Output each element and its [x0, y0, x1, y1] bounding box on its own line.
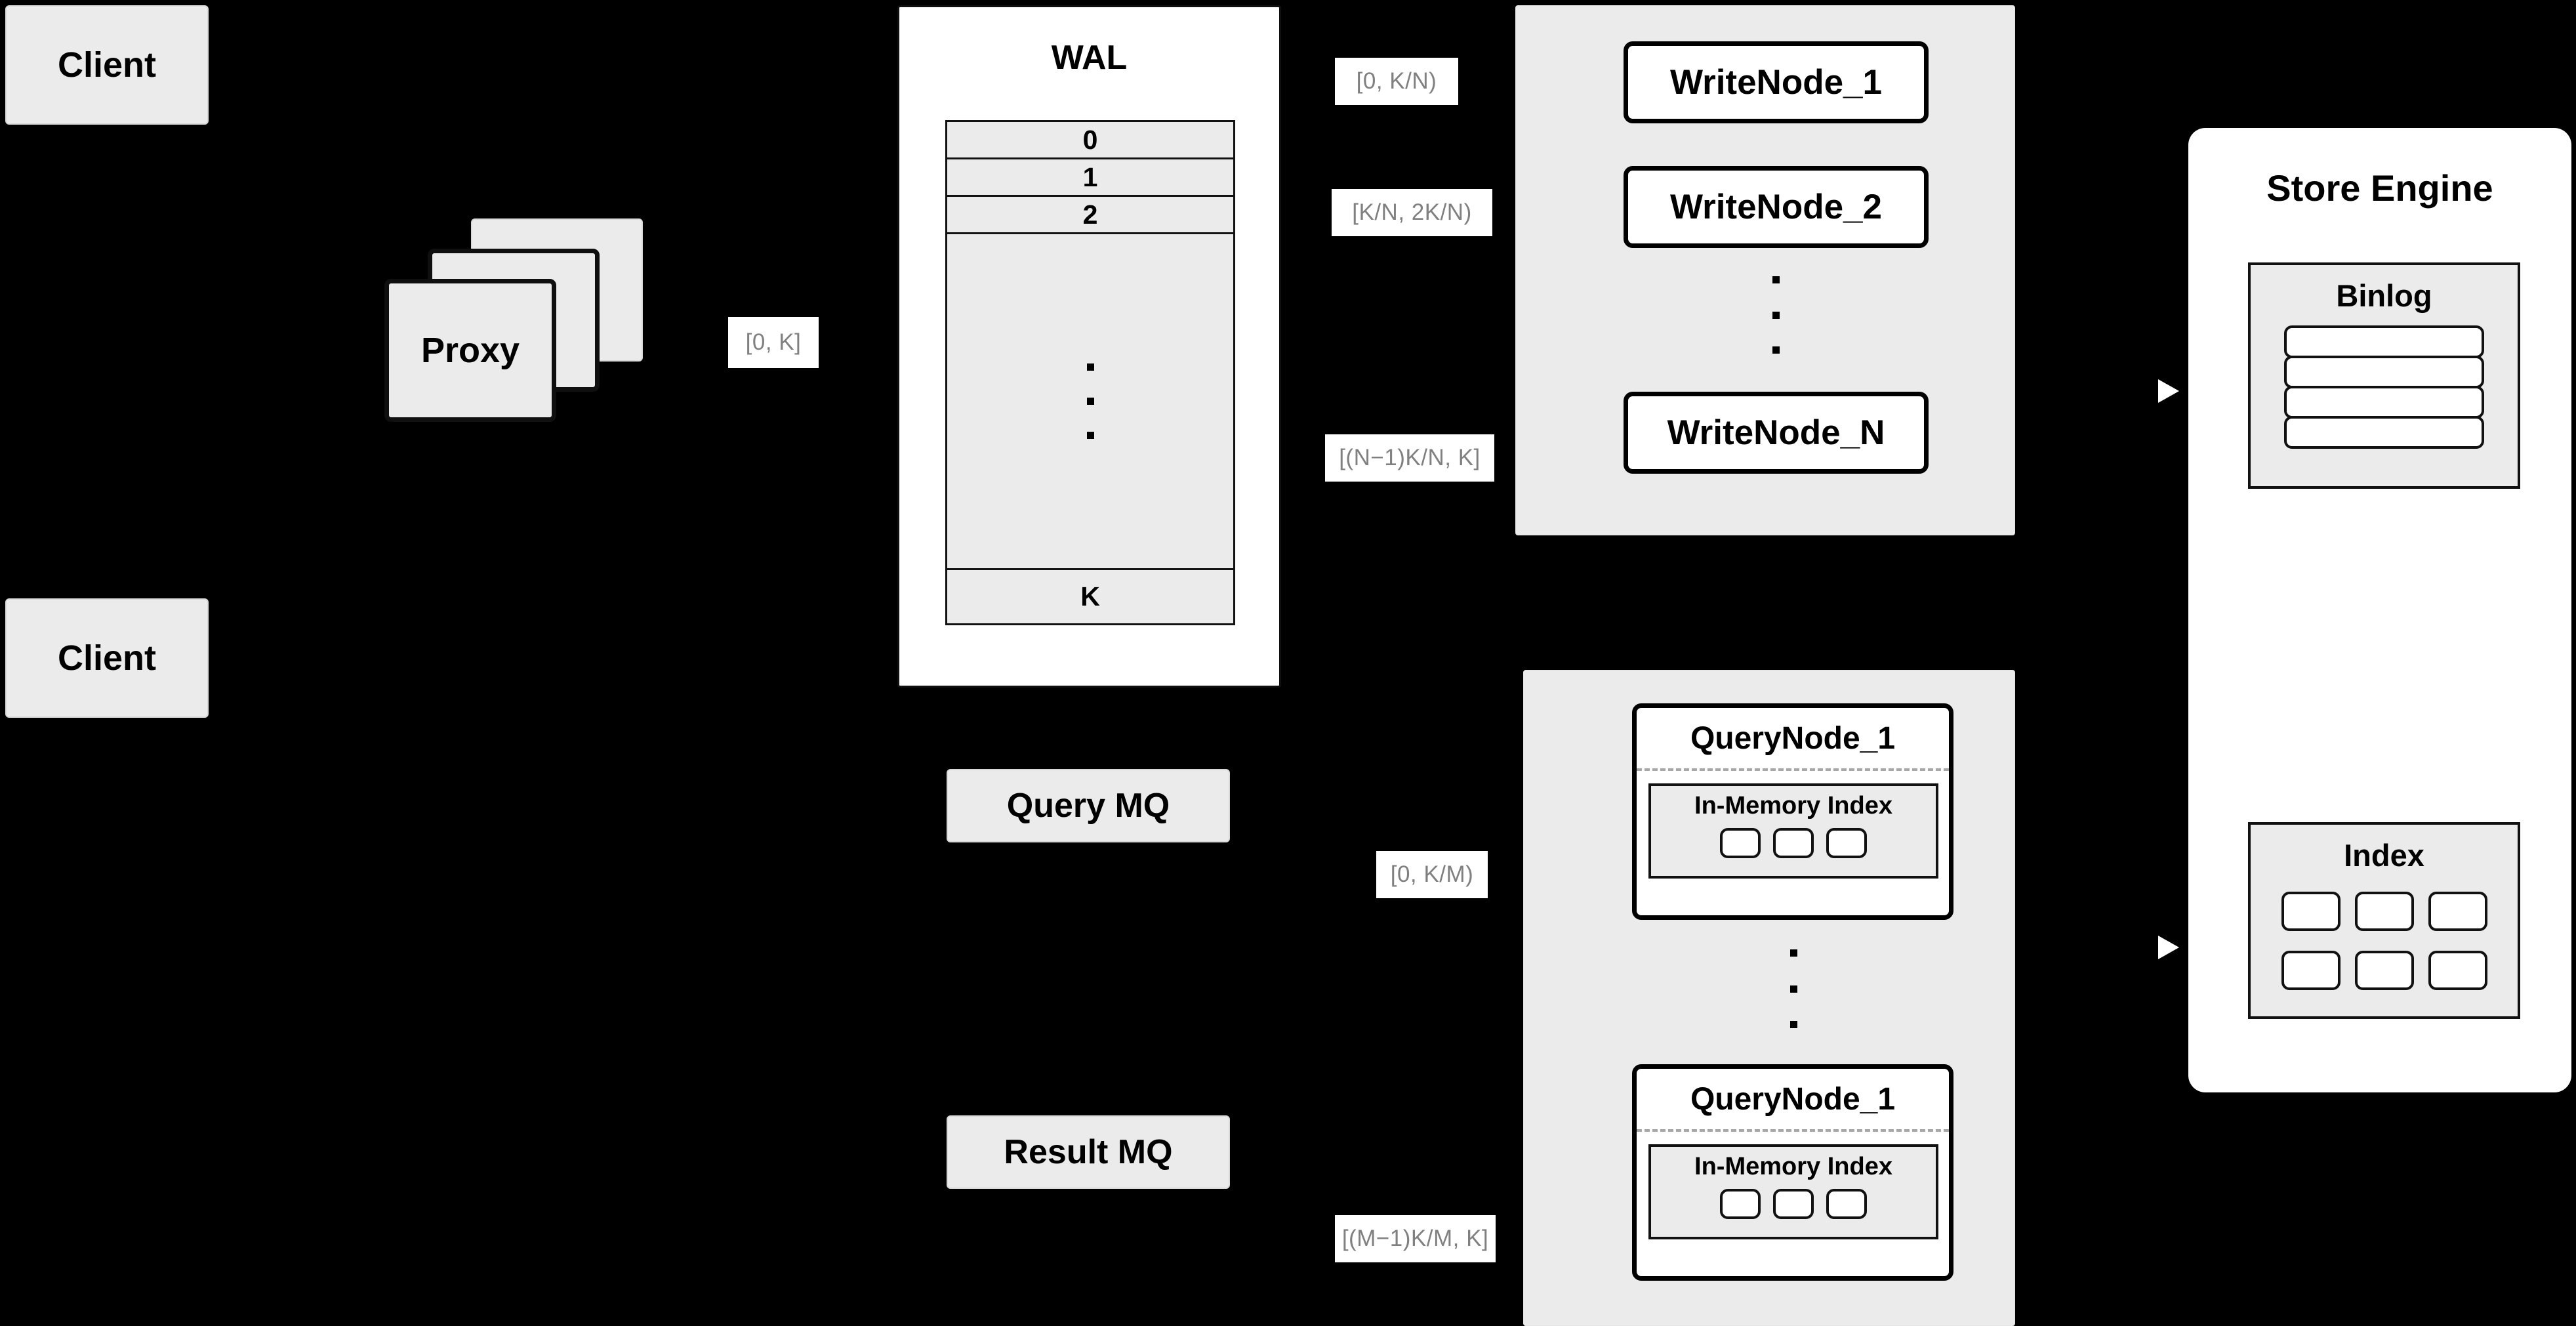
index-cell[interactable] — [2354, 892, 2414, 931]
wal-table: 0 1 2 K — [945, 120, 1235, 625]
binlog-row[interactable] — [2284, 325, 2484, 358]
proxy-node[interactable]: Proxy — [384, 279, 556, 422]
query-node-m-in-memory-index-title-text: In-Memory Index — [1694, 1152, 1892, 1180]
edge-label-proxy-to-wal: [0, K] — [728, 317, 819, 368]
edge-label-wal-to-writenode-2: [K/N, 2K/N) — [1332, 189, 1492, 236]
query-node-1-title-text: QueryNode_1 — [1690, 720, 1896, 756]
query-node-m-title: QueryNode_1 — [1637, 1069, 1949, 1129]
wal-title-text: WAL — [1051, 39, 1128, 77]
binlog-title-text: Binlog — [2336, 278, 2432, 313]
in-memory-index-cell[interactable] — [1773, 828, 1814, 858]
proxy-to-wal-connector — [646, 341, 672, 346]
edge-label-wal-to-writenode-n-text: [(N−1)K/N, K] — [1339, 445, 1481, 470]
wal-title: WAL — [899, 37, 1279, 78]
write-cluster-vertical-ellipsis-icon — [1772, 276, 1780, 354]
proxy-node-label: Proxy — [420, 331, 520, 370]
write-node-n[interactable]: WriteNode_N — [1624, 392, 1929, 474]
wal-row-label: K — [1080, 581, 1100, 611]
store-engine-title-text: Store Engine — [2266, 167, 2493, 209]
query-node-m-in-memory-index-title: In-Memory Index — [1651, 1147, 1936, 1186]
client-node-1[interactable]: Client — [5, 5, 209, 125]
write-node-2[interactable]: WriteNode_2 — [1624, 166, 1929, 248]
in-memory-index-cell[interactable] — [1826, 1189, 1867, 1219]
write-node-n-label: WriteNode_N — [1667, 413, 1885, 452]
index-cell[interactable] — [2354, 951, 2414, 990]
index-cell[interactable] — [2281, 951, 2341, 990]
edge-label-mq-to-querynode-1: [0, K/M) — [1376, 851, 1488, 898]
index-panel: Index — [2248, 822, 2520, 1019]
in-memory-index-cell[interactable] — [1720, 828, 1761, 858]
query-mq-node[interactable]: Query MQ — [947, 769, 1230, 842]
wal-row[interactable]: 0 — [947, 122, 1233, 159]
client-node-2-label: Client — [57, 638, 156, 678]
wal-panel: WAL 0 1 2 K — [897, 5, 1281, 688]
wal-row-label: 0 — [1082, 124, 1098, 155]
index-cell[interactable] — [2428, 951, 2487, 990]
write-node-2-label: WriteNode_2 — [1670, 188, 1882, 226]
binlog-row[interactable] — [2284, 386, 2484, 419]
query-node-m-separator — [1637, 1129, 1949, 1132]
index-title: Index — [2251, 825, 2518, 885]
edge-label-wal-to-writenode-n: [(N−1)K/N, K] — [1325, 434, 1494, 482]
in-memory-index-cell[interactable] — [1720, 1189, 1761, 1219]
store-engine-panel: Store Engine Binlog Index — [2188, 128, 2571, 1092]
binlog-panel: Binlog — [2248, 262, 2520, 489]
edge-label-mq-to-querynode-m: [(M−1)K/M, K] — [1335, 1215, 1496, 1262]
query-node-m-in-memory-index: In-Memory Index — [1648, 1144, 1938, 1239]
write-node-1-label: WriteNode_1 — [1670, 63, 1882, 102]
binlog-row[interactable] — [2284, 416, 2484, 449]
proxy-stack[interactable]: Proxy — [384, 218, 673, 432]
edge-label-wal-to-writenode-1-text: [0, K/N) — [1356, 68, 1437, 94]
wal-vertical-ellipsis-icon — [1086, 363, 1094, 439]
query-cluster-vertical-ellipsis-icon — [1789, 949, 1797, 1028]
edge-label-wal-to-writenode-2-text: [K/N, 2K/N) — [1352, 199, 1472, 225]
binlog-title: Binlog — [2251, 265, 2518, 325]
query-node-1-in-memory-index: In-Memory Index — [1648, 783, 1938, 879]
arrow-querynodes-to-index — [2124, 930, 2209, 964]
edge-label-mq-to-querynode-1-text: [0, K/M) — [1390, 861, 1474, 887]
query-mq-label: Query MQ — [1006, 787, 1170, 825]
client-node-1-label: Client — [57, 45, 156, 85]
wal-row-label: 1 — [1082, 161, 1098, 192]
binlog-row[interactable] — [2284, 356, 2484, 388]
index-title-text: Index — [2344, 837, 2424, 873]
index-cell[interactable] — [2281, 892, 2341, 931]
query-node-m[interactable]: QueryNode_1 In-Memory Index — [1632, 1064, 1953, 1281]
query-node-1-separator — [1637, 768, 1949, 771]
store-engine-title: Store Engine — [2188, 166, 2571, 209]
wal-row[interactable]: 2 — [947, 197, 1233, 234]
write-node-1[interactable]: WriteNode_1 — [1624, 41, 1929, 123]
wal-row[interactable]: K — [947, 570, 1233, 623]
edge-label-wal-to-writenode-1: [0, K/N) — [1335, 58, 1458, 105]
wal-row-ellipsis — [947, 234, 1233, 570]
query-node-cluster: QueryNode_1 In-Memory Index QueryNode_1 — [1523, 670, 2015, 1326]
edge-label-mq-to-querynode-m-text: [(M−1)K/M, K] — [1341, 1226, 1489, 1251]
query-node-m-title-text: QueryNode_1 — [1690, 1081, 1896, 1117]
index-cell[interactable] — [2428, 892, 2487, 931]
wal-row[interactable]: 1 — [947, 159, 1233, 197]
arrow-writenodes-to-binlog — [2124, 374, 2209, 408]
in-memory-index-cell[interactable] — [1773, 1189, 1814, 1219]
query-node-1-in-memory-index-title-text: In-Memory Index — [1694, 791, 1892, 819]
in-memory-index-cell[interactable] — [1826, 828, 1867, 858]
edge-label-proxy-to-wal-text: [0, K] — [745, 329, 802, 355]
query-node-1-in-memory-index-title: In-Memory Index — [1651, 786, 1936, 825]
result-mq-node[interactable]: Result MQ — [947, 1115, 1230, 1189]
query-node-1[interactable]: QueryNode_1 In-Memory Index — [1632, 703, 1953, 920]
query-node-1-title: QueryNode_1 — [1637, 708, 1949, 768]
wal-row-label: 2 — [1082, 199, 1098, 230]
write-node-cluster: WriteNode_1 WriteNode_2 WriteNode_N — [1515, 5, 2015, 535]
client-node-2[interactable]: Client — [5, 598, 209, 718]
result-mq-label: Result MQ — [1004, 1133, 1173, 1171]
